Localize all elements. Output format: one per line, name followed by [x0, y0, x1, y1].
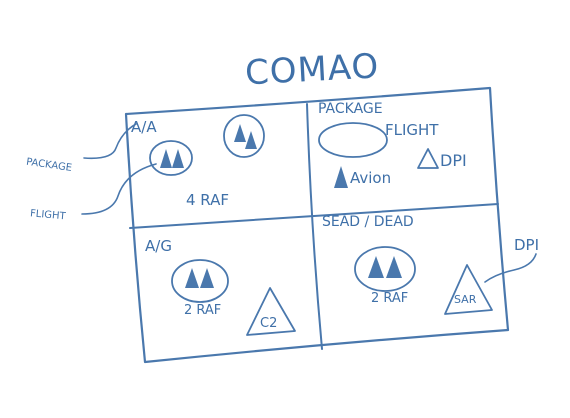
dpi-label: DPI [440, 151, 467, 170]
ellipse-icon [149, 140, 193, 176]
callout-flight-leader [81, 163, 157, 215]
outer-frame [124, 86, 510, 364]
quadrant-label-package: PACKAGE [318, 101, 383, 117]
c2-label: C2 [260, 316, 277, 331]
vertical-divider [306, 103, 323, 350]
triangle-icon [246, 287, 296, 336]
aircraft-icon [334, 166, 348, 188]
quadrant-label-aa: A/A [131, 118, 157, 136]
callout-package-leader [83, 123, 137, 160]
aircraft-icon [234, 124, 246, 142]
aircraft-icon [245, 131, 257, 149]
triangle-icon [444, 264, 493, 315]
raf-count-sead: 2 RAF [371, 291, 408, 306]
quadrant-label-sead: SEAD / DEAD [322, 214, 414, 230]
avion-label: Avion [350, 169, 391, 187]
aircraft-icon [185, 268, 199, 288]
callout-flight: FLIGHT [30, 208, 67, 222]
aircraft-icon [368, 256, 384, 278]
aircraft-icon [386, 256, 402, 278]
aircraft-icon [200, 268, 214, 288]
aircraft-icon [160, 149, 172, 168]
callout-dpi-leader [484, 253, 537, 283]
sar-label: SAR [454, 293, 477, 306]
horizontal-divider [129, 203, 499, 229]
ellipse-icon [171, 259, 229, 303]
flight-label: FLIGHT [385, 121, 439, 139]
ellipse-icon [223, 114, 265, 158]
quadrant-label-ag: A/G [145, 237, 172, 255]
callout-package: PACKAGE [25, 157, 72, 174]
callout-dpi: DPI [514, 236, 539, 254]
ellipse-icon [318, 122, 388, 158]
aircraft-icon [172, 149, 184, 168]
raf-count-aa: 4 RAF [186, 191, 229, 209]
raf-count-ag: 2 RAF [184, 303, 221, 318]
diagram-title: COMAO [244, 46, 380, 93]
triangle-icon [417, 148, 439, 169]
ellipse-icon [354, 246, 416, 292]
